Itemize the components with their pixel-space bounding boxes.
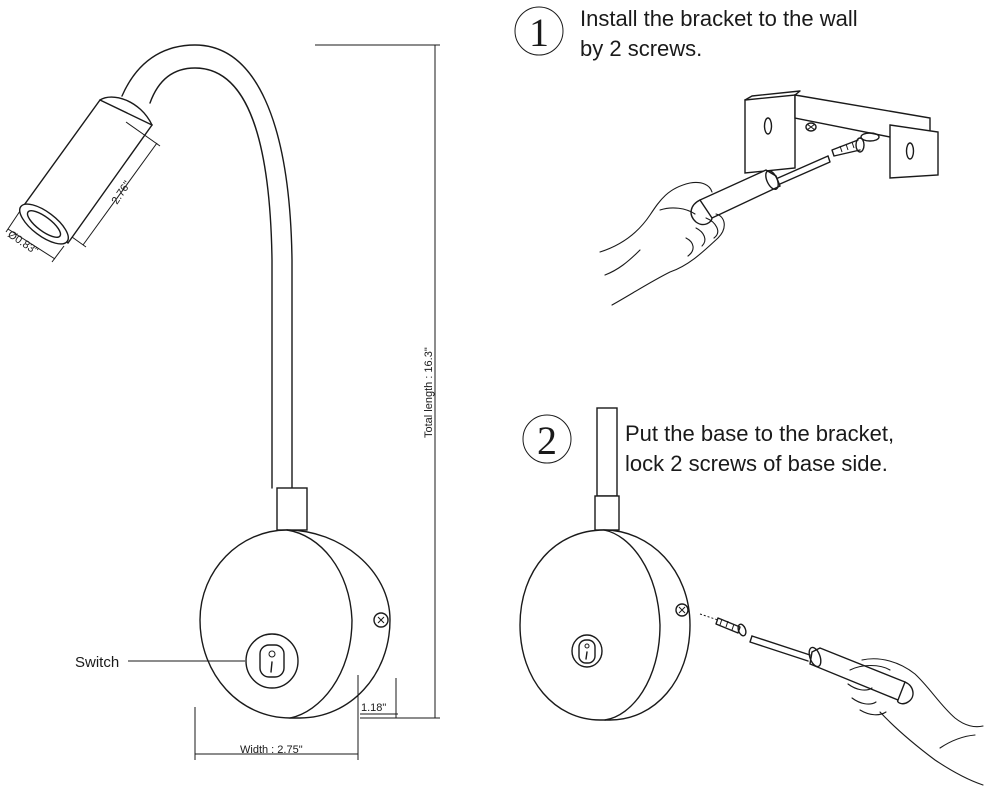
bracket-screw	[831, 137, 865, 157]
hand-1	[599, 181, 725, 306]
base-side-screw	[373, 612, 389, 628]
step-2-number: 2	[537, 418, 557, 463]
step-2-circle	[522, 414, 572, 464]
step-1-circle	[514, 6, 564, 56]
lamp-drawing: 2.76" Ø0.83" Switch	[5, 44, 440, 760]
screwdriver-2	[749, 635, 914, 705]
step-1-line2: by 2 screws.	[580, 36, 702, 61]
step-2-line2: lock 2 screws of base side.	[625, 451, 888, 476]
step-2: 2 Put the base to the bracket, lock 2 sc…	[519, 407, 984, 786]
head-length-dimension	[71, 121, 161, 248]
wall-bracket	[744, 90, 939, 179]
base-screw	[699, 613, 747, 637]
switch-rocker	[245, 633, 299, 689]
screwdriver-1	[690, 155, 831, 226]
neck-collar	[276, 487, 308, 531]
lamp-base	[199, 529, 391, 719]
width-label: Width : 2.75"	[240, 744, 303, 756]
base-2	[519, 529, 691, 721]
step-1-line1: Install the bracket to the wall	[580, 6, 858, 31]
switch-label: Switch	[75, 654, 119, 671]
gooseneck-arm-inner	[149, 67, 273, 489]
total-length-dimension	[315, 44, 440, 719]
collar-2	[594, 495, 620, 531]
step-1: 1 Install the bracket to the wall by 2 s…	[514, 6, 939, 306]
step-1-number: 1	[529, 10, 549, 55]
step-2-line1: Put the base to the bracket,	[625, 421, 894, 446]
width-dimension	[194, 675, 359, 760]
head-length-label: 2.76"	[110, 179, 134, 207]
gooseneck-arm	[121, 44, 293, 489]
total-length-label: Total length : 16.3"	[423, 347, 435, 438]
depth-dimension	[360, 678, 398, 718]
head-diameter-dimension	[5, 210, 65, 263]
hand-2	[847, 658, 984, 786]
arm-stub	[596, 407, 618, 497]
lamp-head	[19, 96, 154, 245]
depth-label: 1.18"	[361, 702, 386, 714]
